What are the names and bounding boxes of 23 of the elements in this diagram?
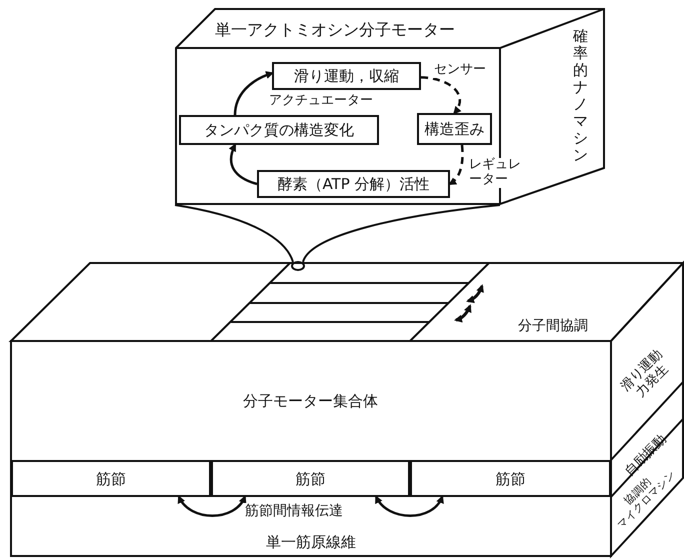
text-label: 滑り運動力発生 [618,346,672,402]
arrow [228,143,258,186]
process-box: 滑り運動，収縮 [272,62,421,90]
arrow [448,144,464,186]
edge-label: センサー [433,63,487,78]
section-label: 筋節 [96,470,126,488]
arrow [375,495,444,517]
process-box: 酵素（ATP 分解）活性 [257,170,450,198]
section-label: 分子モーター集合体 [243,392,378,410]
text-label: 筋節間情報伝達 [244,503,344,520]
side-label: 確率的ナノマシン [573,28,588,164]
edge-label: レギュレーター [468,158,522,188]
process-box: 構造歪み [417,113,492,145]
section-label: 筋節 [296,470,326,488]
box-title: 単一アクトミオシン分子モーター [215,20,455,40]
arrow [420,76,462,115]
arrow [178,495,246,517]
arrow [234,71,274,116]
section-label: 筋節 [496,470,526,488]
edge-label: アクチュエーター [268,94,374,109]
section-label: 単一筋原線維 [266,532,356,550]
process-box: タンパク質の構造変化 [179,115,379,145]
text-label: 分子間協調 [517,318,589,334]
